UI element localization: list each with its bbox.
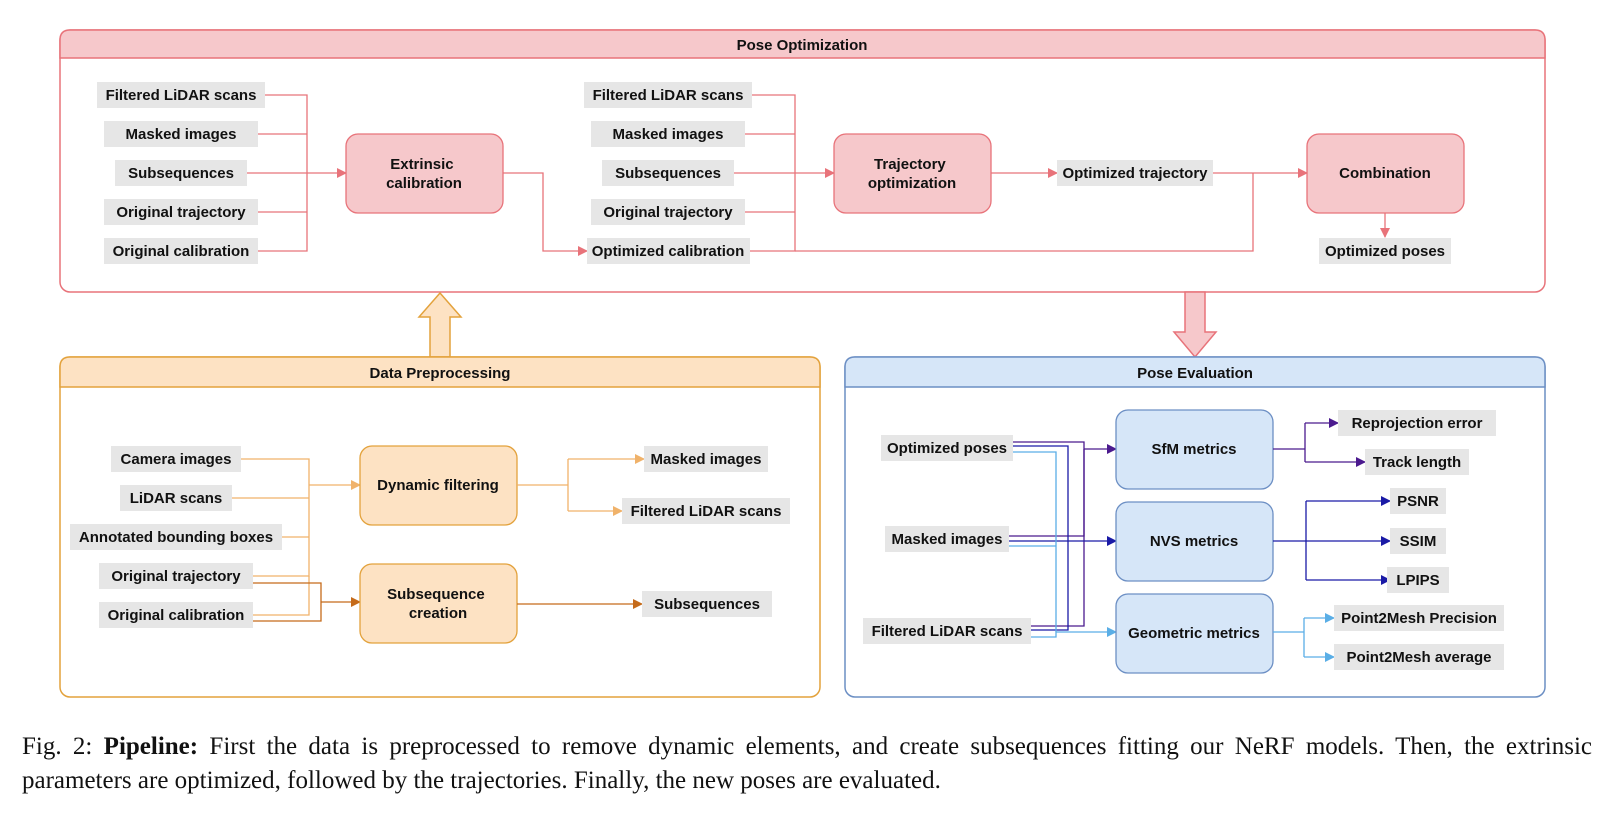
input-filtered-lidar-scans: Filtered LiDAR scans [106, 87, 257, 104]
eval-input-filtered-lidar-scans: Filtered LiDAR scans [872, 623, 1023, 640]
nvs-input-connectors [1009, 445, 1117, 631]
input-subsequences: Subsequences [128, 165, 234, 182]
caption-prefix: Fig. 2: [22, 733, 104, 760]
svg-text:Subsequence creation: Subsequence creation [387, 586, 489, 622]
geometric-output-point2mesh-average: Point2Mesh average [1346, 649, 1491, 666]
extrinsic-calibration-node: Extrinsic calibration [345, 133, 504, 214]
geometric-output-point2mesh-precision: Point2Mesh Precision [1341, 610, 1497, 627]
pre-output-masked-images: Masked images [651, 451, 762, 468]
caption-bold: Pipeline: [103, 733, 199, 760]
sfm-metrics-label: SfM metrics [1151, 441, 1236, 458]
pre-input-original-trajectory: Original trajectory [111, 568, 241, 585]
nvs-metrics-node: NVS metrics [1115, 501, 1274, 582]
input2-masked-images: Masked images [613, 126, 724, 143]
pre-input-original-calibration: Original calibration [108, 607, 245, 624]
pre-input-camera-images: Camera images [121, 451, 232, 468]
input2-subsequences: Subsequences [615, 165, 721, 182]
subsequence-creation-node: Subsequence creation [359, 563, 518, 644]
optimization-to-evaluation-arrow [1172, 291, 1218, 359]
pose-optimization-panel: Pose Optimization [59, 29, 1546, 293]
combination-label: Combination [1339, 165, 1431, 182]
svg-text:Trajectory optimization: Trajectory optimization [868, 156, 956, 192]
evaluation-inputs: Optimized poses Masked images Filtered L… [863, 435, 1031, 644]
nvs-metrics-label: NVS metrics [1150, 533, 1238, 550]
geometric-output-arrows [1273, 613, 1335, 662]
pose-opt-connectors-1 [247, 94, 347, 252]
sfm-output-track-length: Track length [1373, 454, 1461, 471]
optimized-poses-tag: Optimized poses [1325, 243, 1445, 260]
sfm-output-arrows [1273, 418, 1366, 467]
nvs-output-ssim: SSIM [1400, 533, 1437, 550]
preprocessing-to-optimization-arrow [417, 291, 463, 358]
extrinsic-calibration-line2: calibration [386, 175, 462, 192]
preprocessing-inputs: Camera images LiDAR scans Annotated boun… [70, 446, 282, 628]
preprocessing-filter-connectors [232, 458, 361, 616]
dynamic-filtering-output-arrows [517, 454, 645, 516]
sfm-output-reprojection-error: Reprojection error [1352, 415, 1483, 432]
preprocessing-subsequence-connectors [253, 582, 361, 622]
eval-input-optimized-poses: Optimized poses [887, 440, 1007, 457]
pre-input-annotated-bounding-boxes: Annotated bounding boxes [79, 529, 273, 546]
input-original-calibration: Original calibration [113, 243, 250, 260]
caption-text: First the data is preprocessed to remove… [22, 733, 1593, 794]
data-preprocessing-title: Data Preprocessing [370, 365, 511, 382]
eval-input-masked-images: Masked images [892, 531, 1003, 548]
combination-node: Combination [1306, 133, 1465, 214]
sfm-input-connectors [1009, 441, 1117, 627]
pipeline-diagram: Pose Optimization Filtered LiDAR scans M… [59, 29, 1546, 698]
trajectory-optimization-node: Trajectory optimization [833, 133, 992, 214]
subsequence-creation-line2: creation [409, 605, 467, 622]
pre-output-subsequences: Subsequences [654, 596, 760, 613]
input-masked-images: Masked images [126, 126, 237, 143]
extrinsic-to-optimized-calibration-arrow [503, 172, 588, 256]
geometric-input-connectors [1009, 451, 1117, 638]
nvs-output-arrows [1273, 496, 1391, 585]
subsequence-creation-line1: Subsequence [387, 586, 485, 603]
dynamic-filtering-label: Dynamic filtering [377, 477, 499, 494]
geometric-metrics-node: Geometric metrics [1115, 593, 1274, 674]
pre-input-lidar-scans: LiDAR scans [130, 490, 223, 507]
figure-caption: Fig. 2: Pipeline: First the data is prep… [22, 730, 1592, 798]
nvs-output-psnr: PSNR [1397, 493, 1439, 510]
input2-filtered-lidar-scans: Filtered LiDAR scans [593, 87, 744, 104]
trajectory-optimization-line2: optimization [868, 175, 956, 192]
sfm-metrics-node: SfM metrics [1115, 409, 1274, 490]
dynamic-filtering-node: Dynamic filtering [359, 445, 518, 526]
input-original-trajectory: Original trajectory [116, 204, 246, 221]
pose-optimization-title: Pose Optimization [737, 37, 868, 54]
extrinsic-calibration-line1: Extrinsic [390, 156, 453, 173]
nvs-output-lpips: LPIPS [1396, 572, 1439, 589]
pose-evaluation-title: Pose Evaluation [1137, 365, 1253, 382]
trajectory-optimization-line1: Trajectory [874, 156, 946, 173]
input2-original-trajectory: Original trajectory [603, 204, 733, 221]
geometric-metrics-label: Geometric metrics [1128, 625, 1260, 642]
optimized-trajectory-tag: Optimized trajectory [1062, 165, 1208, 182]
pose-opt-connectors-2 [734, 94, 1254, 252]
svg-text:Extrinsic calibration: Extrinsic calibration [386, 156, 462, 192]
pre-output-filtered-lidar-scans: Filtered LiDAR scans [631, 503, 782, 520]
pose-opt-inputs-1: Filtered LiDAR scans Masked images Subse… [97, 82, 265, 264]
input2-optimized-calibration: Optimized calibration [592, 243, 745, 260]
pose-opt-inputs-2: Filtered LiDAR scans Masked images Subse… [584, 82, 752, 264]
